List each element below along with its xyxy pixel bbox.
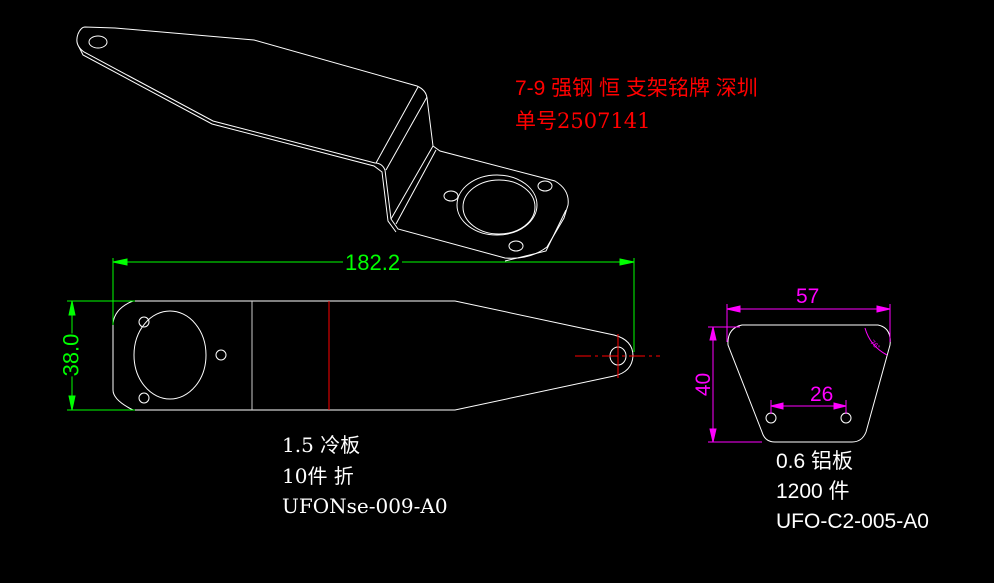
title-line2: 单号2507141 bbox=[515, 109, 651, 133]
flat-pattern-part1 bbox=[112, 300, 634, 411]
width-dim-text-part1: 182.2 bbox=[343, 250, 403, 275]
height-dim-text-part2: 40 bbox=[692, 372, 716, 397]
part1-qty: 10件 折 bbox=[282, 464, 354, 488]
dimensions-part2 bbox=[708, 304, 891, 443]
bend-lines bbox=[251, 301, 660, 410]
part1-code: UFONse-009-A0 bbox=[282, 494, 448, 518]
part2-code: UFO-C2-005-A0 bbox=[776, 510, 929, 533]
hole-dim-text-part2: 26 bbox=[810, 383, 834, 406]
part1-material: 1.5 冷板 bbox=[282, 433, 361, 457]
dimensions-part1 bbox=[67, 258, 635, 411]
part2-material: 0.6 铝板 bbox=[776, 450, 854, 473]
width-dim-text-part2: 57 bbox=[796, 285, 820, 308]
bracket-3d-view bbox=[76, 26, 569, 262]
title-line1: 7-9 强钢 恒 支架铭牌 深圳 bbox=[515, 77, 758, 100]
height-dim-text-part1: 38.0 bbox=[58, 333, 84, 377]
part2-qty: 1200 件 bbox=[776, 480, 850, 503]
